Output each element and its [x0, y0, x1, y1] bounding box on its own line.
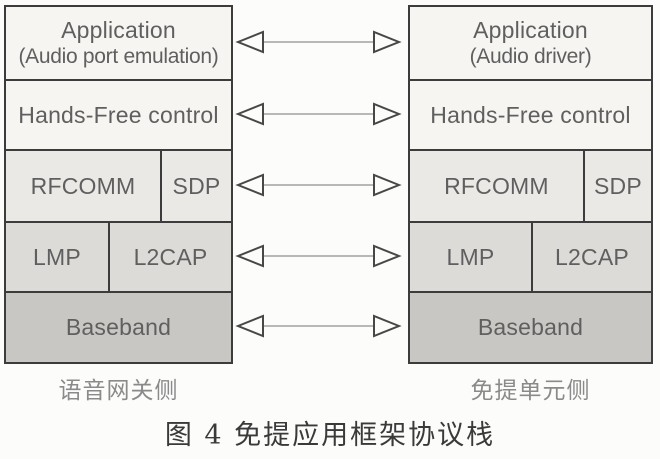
- double-arrow-icon: [235, 30, 402, 54]
- layer-l2cap: L2CAP: [108, 221, 233, 293]
- row-hands-free: Hands-Free control: [4, 79, 233, 151]
- layer-hands-free-label: Hands-Free control: [18, 101, 219, 128]
- layer-rfcomm: RFCOMM: [408, 149, 585, 223]
- row-application: Application (Audio driver): [408, 5, 653, 81]
- side-label-voice-gateway: 语音网关侧: [58, 377, 179, 403]
- layer-hands-free-control: Hands-Free control: [4, 79, 233, 151]
- layer-baseband: Baseband: [4, 291, 233, 364]
- layer-baseband-label: Baseband: [65, 314, 172, 340]
- layer-lmp-label: LMP: [446, 243, 495, 270]
- layer-application: Application (Audio port emulation): [4, 5, 233, 81]
- layer-rfcomm-label: RFCOMM: [444, 172, 549, 199]
- double-arrow-icon: [235, 244, 402, 268]
- layer-sdp: SDP: [582, 149, 653, 223]
- layer-hands-free-label: Hands-Free control: [430, 101, 631, 128]
- layer-l2cap-label: L2CAP: [133, 243, 208, 270]
- row-baseband: Baseband: [408, 291, 653, 364]
- layer-baseband-label: Baseband: [477, 314, 584, 340]
- row-hands-free: Hands-Free control: [408, 79, 653, 151]
- stack-voice-gateway: Application (Audio port emulation) Hands…: [4, 5, 233, 364]
- layer-rfcomm: RFCOMM: [4, 149, 162, 223]
- layer-sdp-label: SDP: [593, 172, 642, 199]
- layer-lmp: LMP: [4, 221, 111, 293]
- row-baseband: Baseband: [4, 291, 233, 364]
- double-arrow-icon: [235, 314, 402, 338]
- layer-lmp: LMP: [408, 221, 533, 293]
- layer-application-sublabel: (Audio driver): [469, 45, 592, 69]
- figure-caption: 图 4 免提应用框架协议栈: [164, 420, 496, 451]
- row-lmp-l2cap: LMP L2CAP: [4, 221, 233, 293]
- layer-baseband: Baseband: [408, 291, 653, 364]
- layer-l2cap-label: L2CAP: [555, 243, 629, 270]
- layer-sdp: SDP: [160, 149, 233, 223]
- layer-application: Application (Audio driver): [408, 5, 653, 81]
- layer-rfcomm-label: RFCOMM: [30, 172, 136, 199]
- layer-application-label: Application: [473, 16, 588, 43]
- layer-l2cap: L2CAP: [530, 221, 653, 293]
- side-label-hands-free-unit: 免提单元侧: [470, 377, 591, 403]
- layer-sdp-label: SDP: [172, 172, 221, 199]
- layer-hands-free-control: Hands-Free control: [408, 79, 653, 151]
- stack-hands-free-unit: Application (Audio driver) Hands-Free co…: [408, 5, 653, 364]
- double-arrow-icon: [235, 102, 402, 126]
- layer-lmp-label: LMP: [33, 243, 81, 270]
- double-arrow-icon: [235, 173, 402, 197]
- layer-application-sublabel: (Audio port emulation): [18, 45, 219, 69]
- row-rfcomm-sdp: RFCOMM SDP: [4, 149, 233, 223]
- row-lmp-l2cap: LMP L2CAP: [408, 221, 653, 293]
- row-rfcomm-sdp: RFCOMM SDP: [408, 149, 653, 223]
- layer-application-label: Application: [61, 16, 176, 43]
- row-application: Application (Audio port emulation): [4, 5, 233, 81]
